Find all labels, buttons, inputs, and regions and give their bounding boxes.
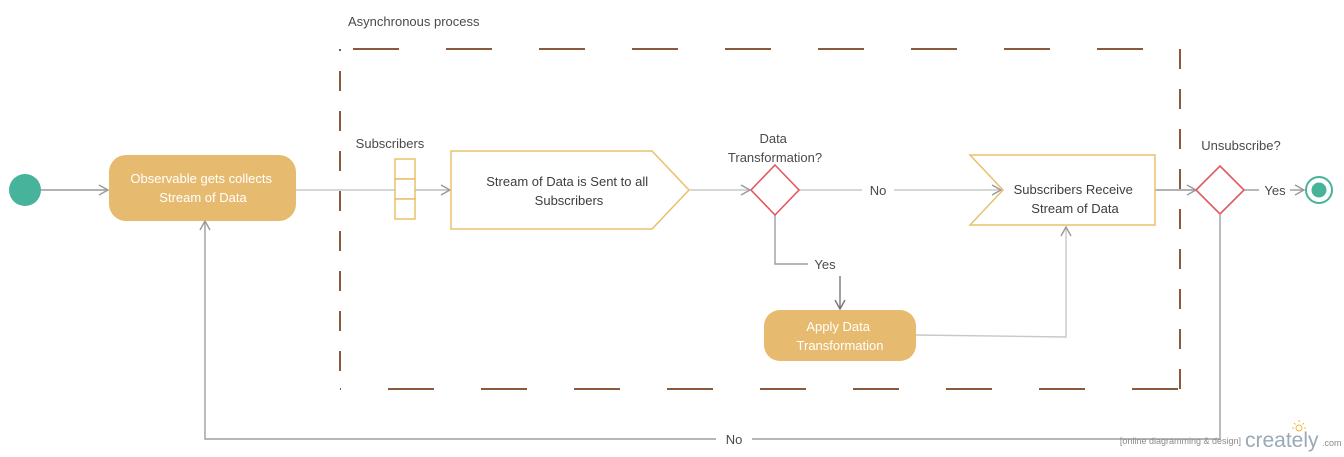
edge-label-yes-transform: Yes (814, 257, 836, 272)
unsubscribe-decision (1194, 164, 1246, 216)
edge-unsubscribe-no-b (199, 219, 716, 440)
observable-label-line2: Stream of Data (159, 190, 247, 205)
stream-sent-line2: Subscribers (535, 193, 604, 208)
creately-watermark: [online diagramming & design] creately .… (1120, 420, 1342, 452)
subscribers-object (394, 158, 416, 220)
end-node (1305, 176, 1333, 204)
transform-question-line1: Data (759, 131, 787, 146)
subscriber-slot (394, 198, 416, 220)
edge-label-no-unsubscribe: No (726, 432, 743, 447)
stream-sent-label: Stream of Data is Sent to all Subscriber… (486, 174, 651, 208)
observable-label-line1: Observable gets collects (130, 171, 272, 186)
transform-question-line2: Transformation? (728, 150, 822, 165)
edge-unsubscribe-no-a (752, 215, 1221, 440)
apply-transform-line2: Transformation (797, 338, 884, 353)
observable-action-label: Observable gets collects Stream of Data (130, 171, 275, 205)
subscribers-label: Subscribers (356, 136, 425, 151)
apply-transform-action (764, 310, 916, 361)
edge-decision-yes-a (774, 215, 808, 265)
bulb-icon (1292, 420, 1306, 432)
watermark-brand: creately (1245, 429, 1319, 452)
edge-label-no-transform: No (870, 183, 887, 198)
edge-apply-to-receive (915, 225, 1072, 338)
receive-line2: Stream of Data (1031, 201, 1119, 216)
transform-decision (749, 163, 801, 217)
async-process-label: Asynchronous process (348, 14, 480, 29)
receive-event (968, 154, 1156, 226)
receive-label: Subscribers Receive Stream of Data (1014, 182, 1137, 216)
async-process-boundary (339, 48, 1181, 390)
subscriber-slot (394, 178, 416, 200)
transform-question-label: Data Transformation? (728, 131, 822, 165)
receive-line1: Subscribers Receive (1014, 182, 1133, 197)
connectors (40, 184, 1306, 440)
watermark-tagline: [online diagramming & design] (1120, 436, 1241, 446)
subscriber-slot (394, 158, 416, 180)
start-node (9, 174, 41, 206)
watermark-domain: .com (1322, 438, 1342, 448)
observable-action (109, 155, 296, 221)
unsubscribe-question-label: Unsubscribe? (1201, 138, 1281, 153)
edge-label-yes-unsubscribe: Yes (1264, 183, 1286, 198)
stream-sent-signal (450, 150, 691, 230)
apply-transform-label: Apply Data Transformation (797, 319, 884, 353)
apply-transform-line1: Apply Data (806, 319, 870, 334)
end-node-core (1311, 182, 1327, 198)
stream-sent-line1: Stream of Data is Sent to all (486, 174, 648, 189)
